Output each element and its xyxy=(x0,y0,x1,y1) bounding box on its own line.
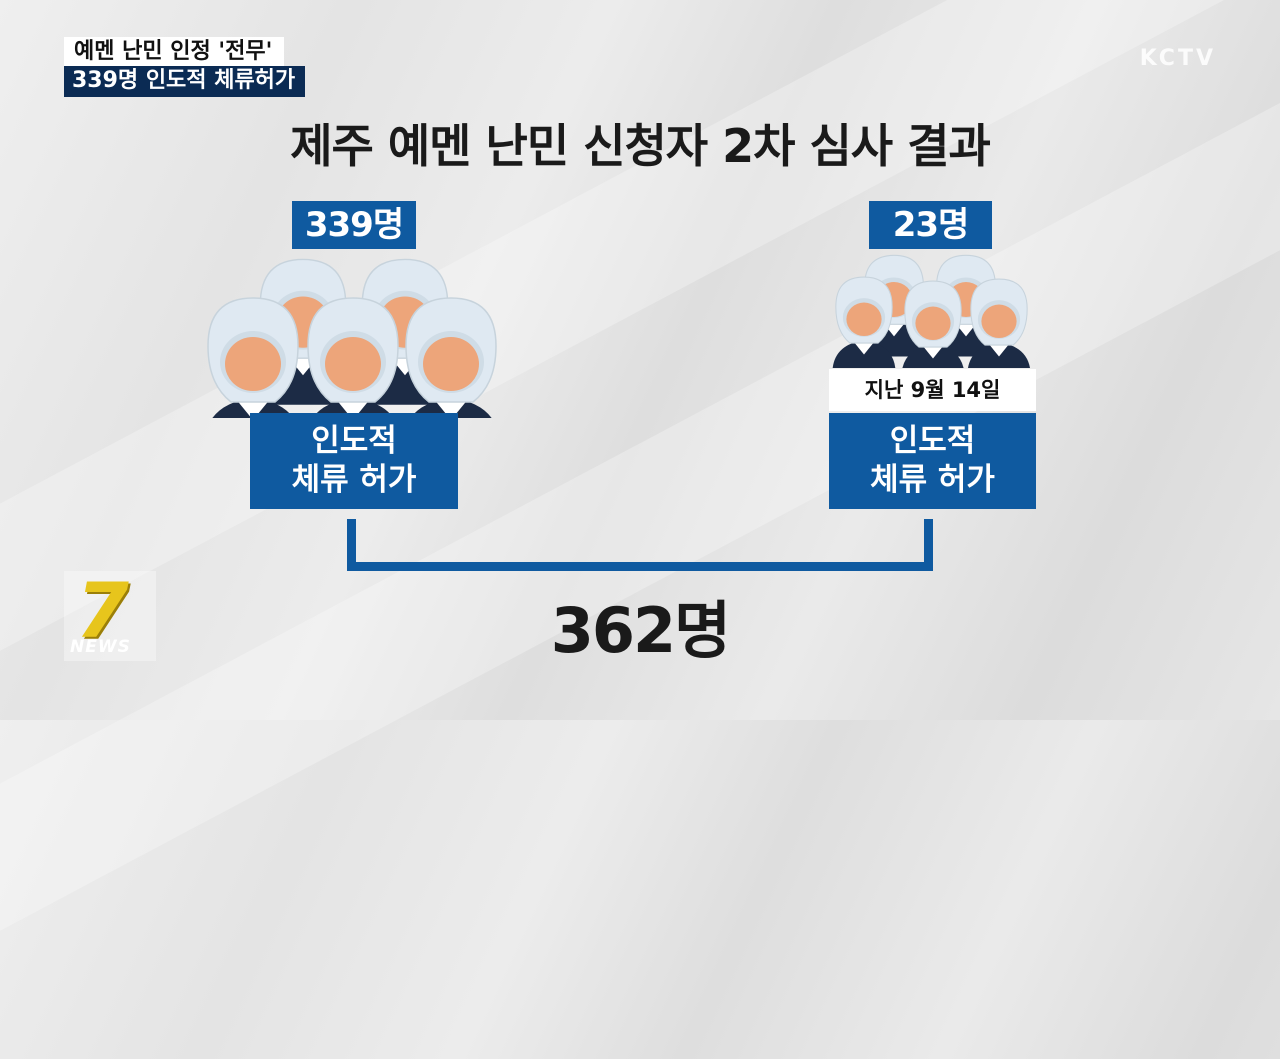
caption-headline: 예멘 난민 인정 '전무' xyxy=(64,37,285,68)
left-status-box: 인도적 체류 허가 xyxy=(250,413,458,509)
people-illustration xyxy=(831,254,1032,368)
people-illustration xyxy=(205,258,502,418)
status-line: 인도적 xyxy=(889,423,976,460)
right-count-badge: 23명 xyxy=(869,201,992,249)
logo-number: 7 xyxy=(76,566,129,655)
status-line: 체류 허가 xyxy=(870,462,995,498)
status-line: 체류 허가 xyxy=(291,462,417,498)
graphic-title: 제주 예멘 난민 신청자 2차 심사 결과 xyxy=(290,119,991,173)
caption-subheadline: 339명 인도적 체류허가 xyxy=(64,66,306,97)
total-count: 362명 xyxy=(550,594,731,667)
left-people-group xyxy=(205,248,505,418)
left-count-badge: 339명 xyxy=(292,201,416,249)
broadcaster-logo: KCTV xyxy=(1139,46,1216,71)
sum-bracket xyxy=(347,519,933,571)
status-line: 인도적 xyxy=(311,423,397,460)
logo-word: NEWS xyxy=(70,637,131,657)
right-status-box: 인도적 체류 허가 xyxy=(829,413,1036,509)
date-label: 지난 9월 14일 xyxy=(829,369,1036,411)
person-icon xyxy=(831,276,897,368)
right-people-group xyxy=(828,248,1038,368)
person-icon xyxy=(966,278,1032,368)
person-icon xyxy=(900,280,966,368)
program-logo: 7 NEWS xyxy=(64,571,156,661)
